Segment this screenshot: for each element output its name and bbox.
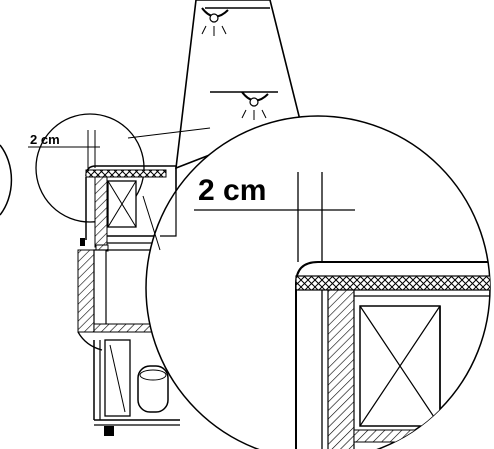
leader-line	[142, 195, 161, 251]
small-dimension-label: 2 cm	[30, 132, 60, 147]
left-partial-circle	[0, 144, 13, 216]
lower-wall-hatched	[77, 249, 95, 333]
light-fixture-icon	[241, 91, 269, 120]
foot	[104, 426, 114, 436]
light-fixture-icon	[201, 7, 229, 36]
large-dimension-label: 2 cm	[198, 174, 266, 207]
magnified-top-insulation	[295, 275, 490, 291]
top-insulation-strip	[85, 169, 167, 178]
front-wall-hatched	[94, 176, 108, 248]
leader-line	[127, 127, 211, 139]
magnified-detail-content	[295, 261, 490, 449]
magnified-front-wall	[327, 289, 355, 449]
compressor-icon	[137, 365, 169, 413]
small-detail-circle	[35, 113, 145, 223]
cabinet-body	[77, 165, 180, 436]
